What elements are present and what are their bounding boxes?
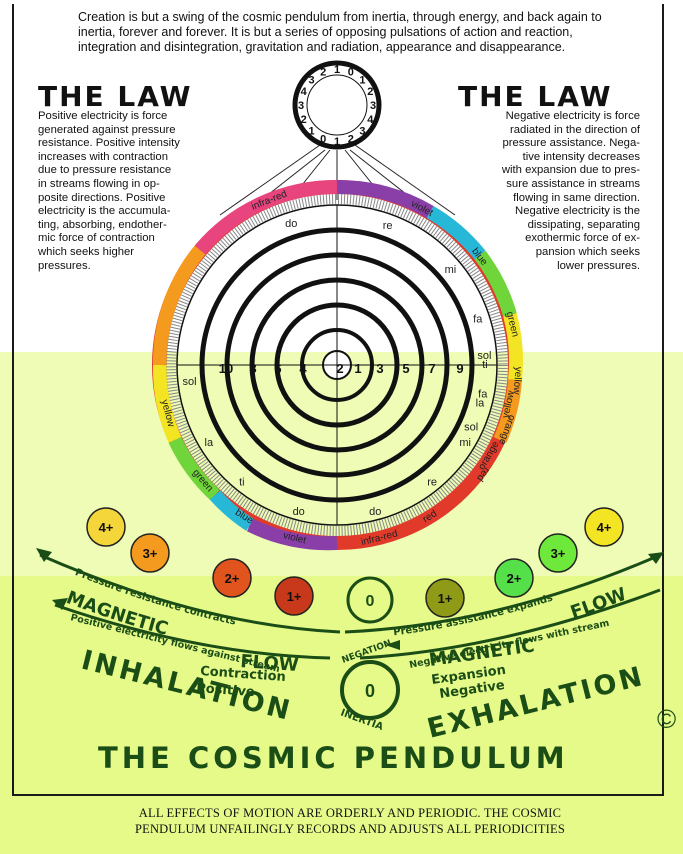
dial-number: 2: [320, 67, 326, 79]
intro-paragraph: Creation is but a swing of the cosmic pe…: [78, 10, 602, 54]
contraction-label: Contraction: [200, 664, 287, 685]
center-row-number: 10: [219, 361, 233, 376]
dial-number: 3: [308, 75, 314, 87]
note-label-top: re: [383, 220, 393, 232]
band-label-top: yellow: [511, 366, 524, 395]
charge-balls: 4+ 3+ 2+ 1+ 1+ 2+ 3+ 4+: [86, 507, 624, 618]
dial-number: 2: [367, 86, 373, 98]
dial-number: 1: [359, 75, 365, 87]
flow-left-label: FLOW: [240, 651, 300, 676]
magnetic-flow-arcs: [39, 553, 661, 660]
zero-inertia: 0 NEGATION INERTIA: [339, 639, 400, 733]
note-label-bottom: sol: [183, 376, 197, 388]
charge-ball-label: 4+: [597, 520, 612, 535]
note-label-bottom: mi: [459, 437, 471, 449]
zero-inertia-label: 0: [365, 681, 375, 701]
dial-number: 3: [298, 100, 304, 112]
center-row-number: 1: [354, 361, 361, 376]
dial-number: 4: [301, 86, 308, 98]
center-row-number: 9: [456, 361, 463, 376]
dial-number: 2: [301, 114, 307, 126]
diagram-title: THE COSMIC PENDULUM: [98, 741, 569, 775]
dial-number: 2: [348, 133, 354, 145]
copyright-symbol: ©: [657, 704, 677, 734]
note-label-bottom: do: [369, 506, 381, 518]
charge-ball-right: [538, 533, 578, 573]
charge-ball-label: 1+: [287, 589, 302, 604]
charge-ball-left: [130, 533, 170, 573]
center-row-number: 8: [249, 361, 256, 376]
charge-ball-label: 2+: [507, 571, 522, 586]
charge-ball-label: 1+: [438, 591, 453, 606]
charge-ball-label: 4+: [99, 520, 114, 535]
dial-number: 4: [367, 114, 374, 126]
note-label-bottom: la: [205, 437, 214, 449]
left-law-text: Positive electricity is force generated …: [38, 110, 180, 272]
diagram-frame: [12, 4, 664, 796]
note-label-top: do: [285, 218, 297, 230]
dial-number: 1: [334, 136, 340, 148]
dial-number: 3: [370, 100, 376, 112]
charge-ball-label: 3+: [551, 546, 566, 561]
flow-right-label: FLOW: [568, 584, 630, 624]
note-label-bottom: do: [293, 506, 305, 518]
center-row-number: 6: [274, 361, 281, 376]
top-band-background: [0, 0, 683, 352]
note-label-top: ti: [482, 359, 488, 371]
note-label-top: mi: [445, 264, 457, 276]
caption-line-2: PENDULUM UNFAILINGLY RECORDS AND ADJUSTS…: [134, 822, 566, 836]
center-row-number: 4: [299, 361, 307, 376]
charge-ball-left: [274, 576, 314, 616]
charge-ball-left: [212, 558, 252, 598]
musical-note-labels: do re mi fa ti la sol sol la ti do do re mi fa sol: [183, 218, 492, 518]
center-row-number: 5: [402, 361, 409, 376]
right-law-text: Negative electricity is force radiated i…: [501, 110, 640, 272]
note-label-bottom: re: [427, 476, 437, 488]
note-label-bottom: fa: [478, 389, 488, 401]
center-row-number: 3: [376, 361, 383, 376]
note-label-top: fa: [473, 313, 483, 325]
spectrum-circle: [152, 179, 524, 551]
note-label-bottom: sol: [477, 350, 491, 362]
charge-ball-right: [425, 578, 465, 618]
center-row-number: 2: [336, 361, 343, 376]
dial-number: 3: [359, 125, 365, 137]
flow-arrowheads: [36, 548, 664, 650]
dial-number: 1: [334, 64, 340, 76]
left-law-title: THE LAW: [38, 80, 193, 113]
positive-label: Positive: [196, 681, 256, 700]
charge-ball-label: 3+: [143, 546, 158, 561]
zero-upper-label: 0: [366, 593, 375, 610]
charge-ball-label: 2+: [225, 571, 240, 586]
zero-upper: 0: [346, 576, 394, 624]
caption-line-1: ALL EFFECTS OF MOTION ARE ORDERLY AND PE…: [138, 806, 562, 820]
charge-ball-left: [86, 507, 126, 547]
note-label-top: la: [476, 397, 485, 409]
right-law-title: THE LAW: [458, 80, 613, 113]
dial-number: 1: [308, 125, 314, 137]
center-row-number: 7: [428, 361, 435, 376]
dial-number: 0: [348, 67, 354, 79]
charge-ball-right: [584, 507, 624, 547]
note-label-bottom: ti: [239, 476, 245, 488]
note-label-top: sol: [464, 422, 478, 434]
charge-ball-right: [494, 558, 534, 598]
dial-number: 0: [320, 133, 326, 145]
